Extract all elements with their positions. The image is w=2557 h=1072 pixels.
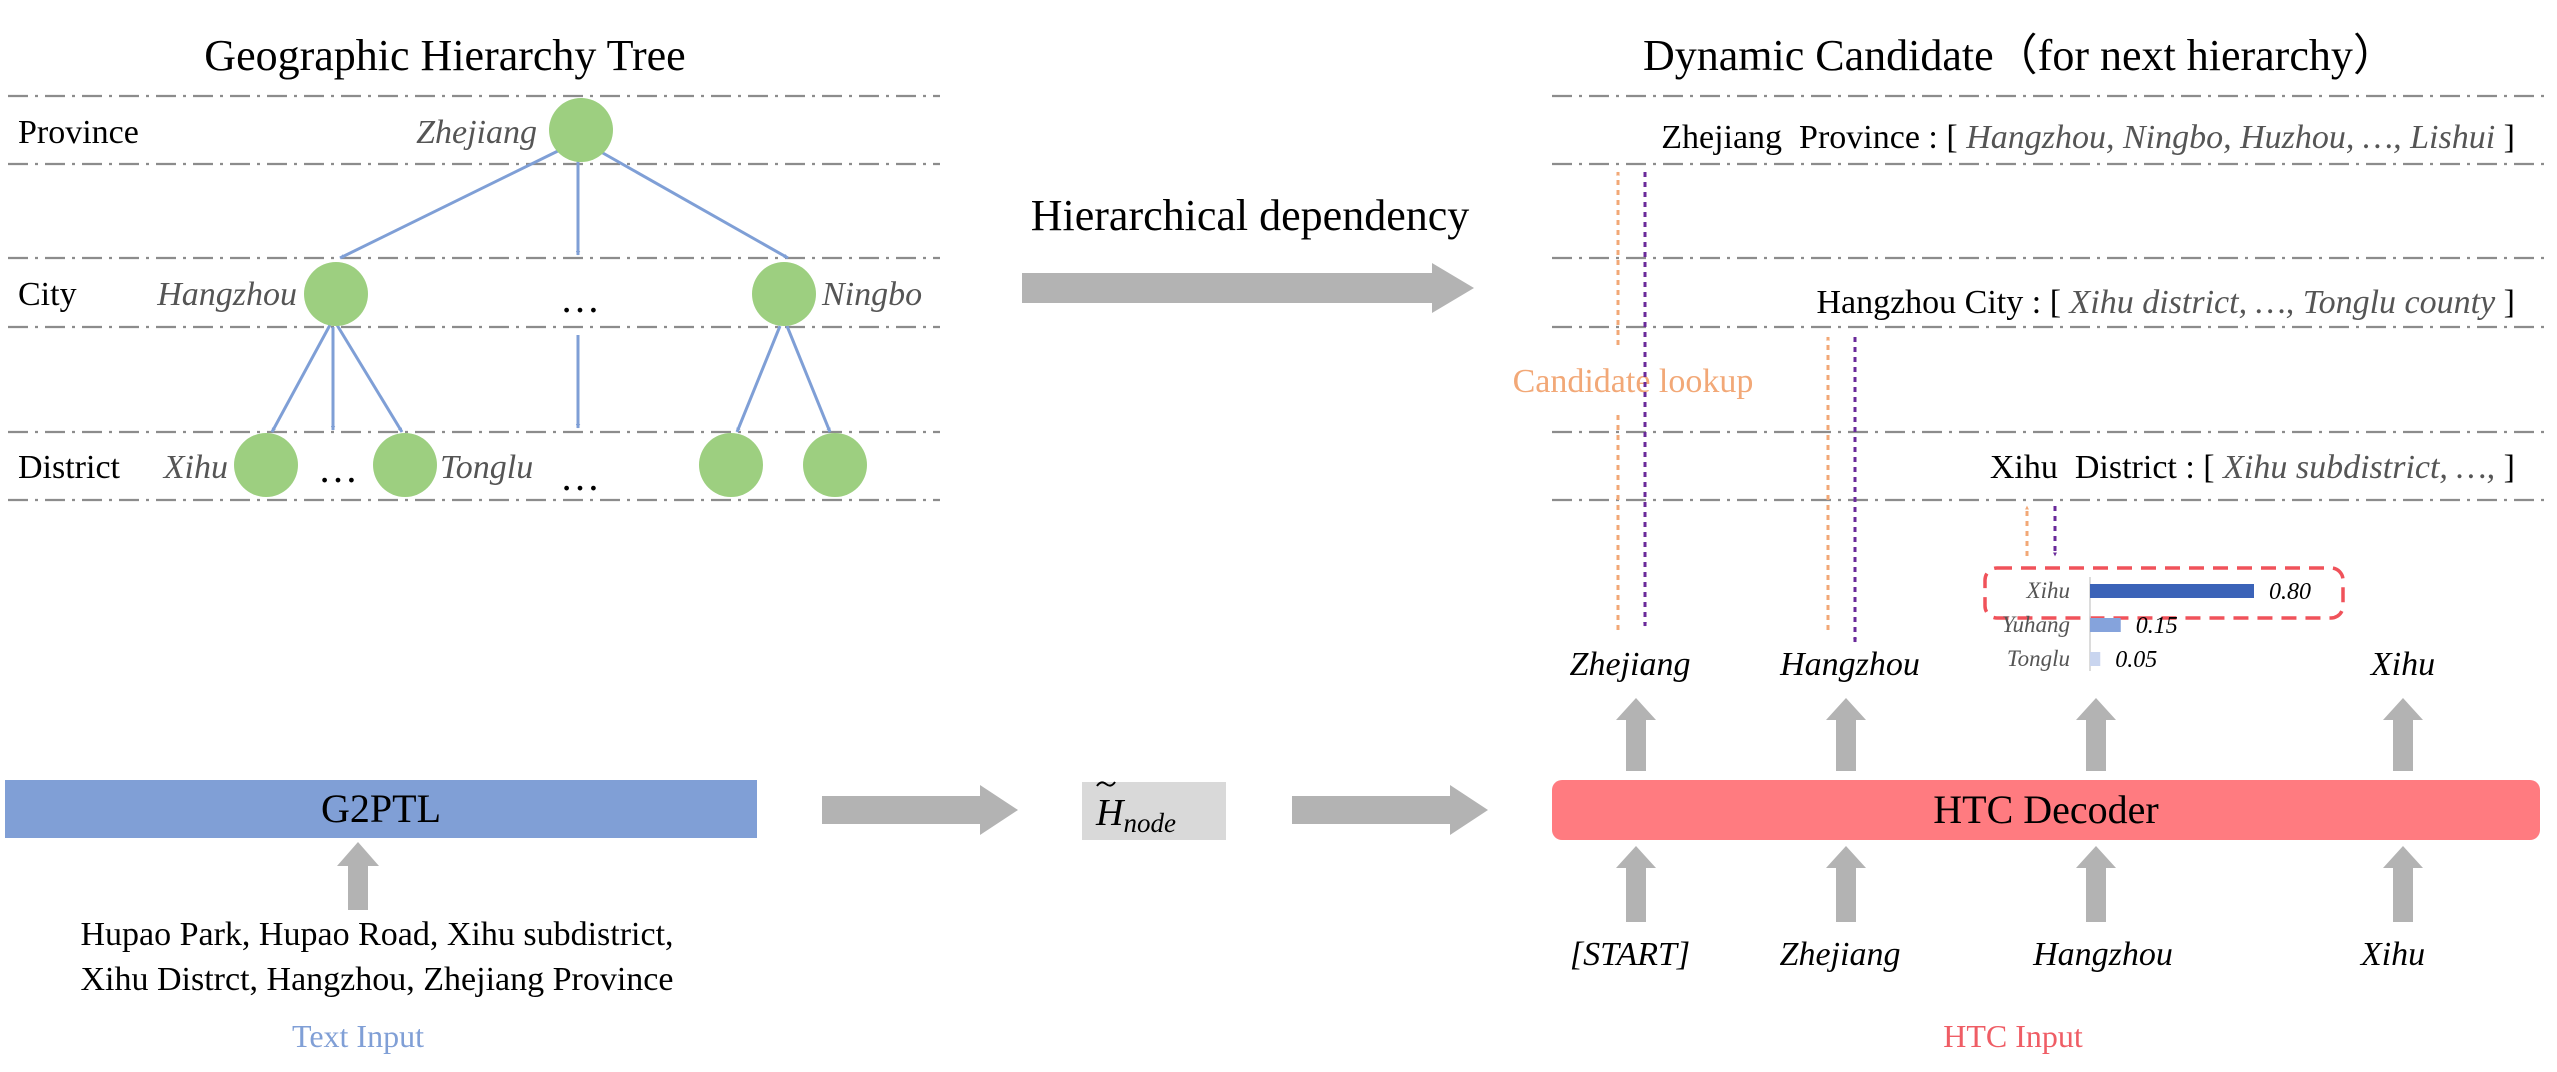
text-to-g2ptl-arrow xyxy=(337,842,379,910)
node-label-tonglu: Tonglu xyxy=(440,449,533,486)
candidate-row-city: Hangzhou City : [ Xihu district, …, Tong… xyxy=(1816,284,2515,321)
h-node-sub: node xyxy=(1123,808,1176,838)
node-ningbo xyxy=(752,262,816,326)
candidate-row-province: Zhejiang Province : [ Hangzhou, Ningbo, … xyxy=(1661,119,2515,156)
candidate-row-city-prefix: Hangzhou City : [ xyxy=(1816,284,2069,321)
bar-value-tonglu: 0.05 xyxy=(2115,647,2157,673)
edge-zhejiang-hangzhou xyxy=(339,146,565,260)
candidate-row-district-prefix: Xihu District : [ xyxy=(1990,449,2223,486)
level-city: City xyxy=(18,276,77,313)
decoder-input-hangzhou: Hangzhou xyxy=(2032,936,2173,973)
tree-level-lines xyxy=(8,94,940,502)
in-arrow-2 xyxy=(1826,846,1866,922)
edge-hangzhou-tonglu xyxy=(335,324,404,433)
bar-category-tonglu: Tonglu xyxy=(2007,646,2070,671)
hnode-to-decoder-arrow xyxy=(1292,785,1488,835)
candidate-row-district: Xihu District : [ Xihu subdistrict, …, ] xyxy=(1990,449,2515,486)
bar-yuhang xyxy=(2090,618,2121,632)
bar-value-xihu: 0.80 xyxy=(2269,579,2311,605)
decoder-up-arrows xyxy=(1616,698,2423,922)
bar-xihu xyxy=(2090,584,2254,598)
ellipsis-city: … xyxy=(560,276,600,321)
decoder-output-xihu: Xihu xyxy=(2369,646,2435,683)
candidate-row-district-items: Xihu subdistrict, …, xyxy=(2221,449,2495,486)
bar-category-yuhang: Yuhang xyxy=(2002,612,2070,637)
out-arrow-4 xyxy=(2383,698,2423,771)
candidate-row-city-items: Xihu district, …, Tonglu county xyxy=(2068,284,2497,321)
hierarchy-tree: Geographic Hierarchy Tree Province City … xyxy=(8,31,940,502)
node-hangzhou xyxy=(304,262,368,326)
node-zhejiang xyxy=(549,98,613,162)
edge-zhejiang-ningbo xyxy=(593,146,789,260)
decoder-input-start: [START] xyxy=(1570,936,1690,973)
g2ptl-label: G2PTL xyxy=(321,786,441,831)
text-input-line-1: Hupao Park, Hupao Road, Xihu subdistrict… xyxy=(80,916,673,953)
node-label-ningbo: Ningbo xyxy=(821,276,922,313)
edge-hangzhou-xihu xyxy=(270,324,332,433)
ellipsis-district-hz: … xyxy=(318,446,358,491)
h-node-box xyxy=(1082,782,1226,840)
candidate-title: Dynamic Candidate（for next hierarchy） xyxy=(1643,31,2397,80)
decoder-output-zhejiang: Zhejiang xyxy=(1570,646,1691,683)
in-arrow-1 xyxy=(1616,846,1656,922)
encoder-section: G2PTL Hupao Park, Hupao Road, Xihu subdi… xyxy=(5,780,757,1054)
htc-input-caption: HTC Input xyxy=(1943,1018,2083,1054)
candidate-row-district-suffix: ] xyxy=(2495,449,2515,486)
htc-decoder-label: HTC Decoder xyxy=(1933,787,2158,832)
in-arrow-4 xyxy=(2383,846,2423,922)
candidate-row-province-suffix: ] xyxy=(2495,119,2515,156)
decoder-input-xihu: Xihu xyxy=(2359,936,2425,973)
node-ningbo-child-1 xyxy=(699,433,763,497)
node-tonglu xyxy=(373,433,437,497)
htc-decoder-bar xyxy=(1552,780,2540,840)
out-arrow-2 xyxy=(1826,698,1866,771)
text-input-caption: Text Input xyxy=(292,1018,424,1054)
node-label-hangzhou: Hangzhou xyxy=(156,276,297,313)
tree-nodes xyxy=(234,98,867,497)
hierarchical-dependency-label: Hierarchical dependency xyxy=(1031,191,1470,240)
h-node-base: H xyxy=(1095,792,1126,834)
decoder-input-zhejiang: Zhejiang xyxy=(1780,936,1901,973)
dynamic-candidate: Dynamic Candidate（for next hierarchy） Zh… xyxy=(1513,31,2545,1054)
encoder-to-hnode-arrow xyxy=(822,785,1018,835)
decoder-output-hangzhou: Hangzhou xyxy=(1779,646,1920,683)
g2ptl-bar xyxy=(5,780,757,838)
candidate-lines xyxy=(1552,94,2545,502)
bar-value-yuhang: 0.15 xyxy=(2136,613,2178,639)
candidate-lookup-label: Candidate lookup xyxy=(1513,363,1754,400)
candidate-lookup-arrows xyxy=(1616,171,2057,643)
top-candidate-highlight-box xyxy=(1983,566,2345,620)
h-node-tilde xyxy=(1096,781,1116,787)
candidate-row-province-items: Hangzhou, Ningbo, Huzhou, …, Lishui xyxy=(1965,119,2495,156)
text-input-line-2: Xihu Distrct, Hangzhou, Zhejiang Provinc… xyxy=(81,961,674,998)
node-label-zhejiang: Zhejiang xyxy=(416,114,537,151)
candidate-row-province-prefix: Zhejiang Province : [ xyxy=(1661,119,1966,156)
h-node-label: Hnode xyxy=(1095,792,1176,838)
edge-ningbo-child-1 xyxy=(735,325,782,433)
candidate-row-city-suffix: ] xyxy=(2495,284,2515,321)
out-arrow-1 xyxy=(1616,698,1656,771)
bar-category-xihu: Xihu xyxy=(2026,578,2070,603)
middle-section: Hierarchical dependency Hnode xyxy=(822,191,1488,840)
node-xihu xyxy=(234,433,298,497)
level-province: Province xyxy=(18,114,139,151)
edge-ningbo-child-2 xyxy=(785,325,832,433)
out-arrow-3 xyxy=(2076,698,2116,771)
tree-edges xyxy=(270,146,832,433)
node-label-xihu: Xihu xyxy=(162,449,228,486)
node-ningbo-child-2 xyxy=(803,433,867,497)
level-district: District xyxy=(18,449,121,486)
in-arrow-3 xyxy=(2076,846,2116,922)
bar-tonglu xyxy=(2090,652,2101,666)
ellipsis-district-mid: … xyxy=(560,454,600,499)
hierarchical-dependency-arrow xyxy=(1022,263,1474,313)
tree-title: Geographic Hierarchy Tree xyxy=(204,31,685,80)
